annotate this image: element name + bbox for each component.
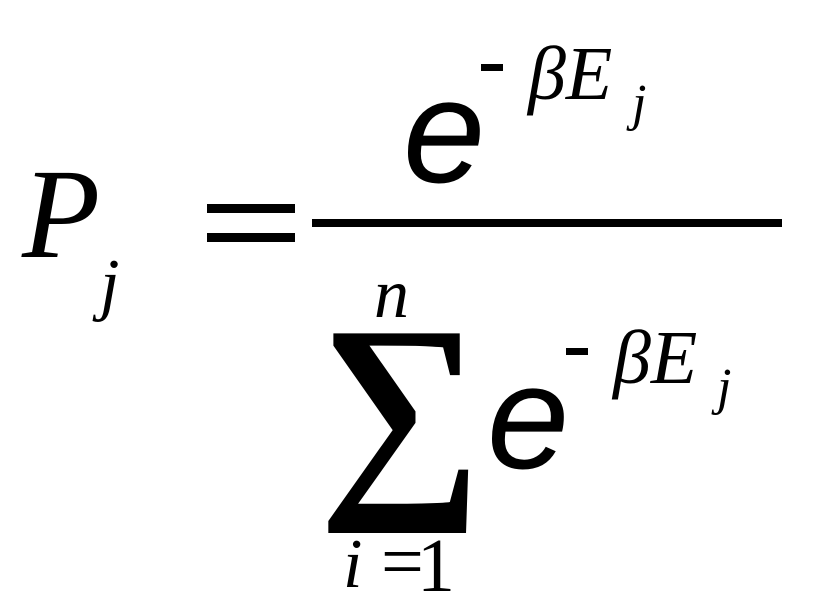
sum-upper-limit-n: n: [374, 256, 409, 333]
denominator-exponent-beta-e: βE: [613, 316, 698, 400]
equals-bottom-bar: [207, 233, 295, 242]
numerator-exp-base: e: [403, 49, 486, 214]
denominator-exponent-subscript-j: j: [717, 359, 732, 416]
lhs-symbol-p: P: [22, 143, 101, 285]
denominator-exp-base: e: [487, 335, 570, 500]
equals-top-bar: [207, 204, 295, 213]
numerator-exponent-subscript-j: j: [632, 75, 647, 132]
summation-sign: ∑: [318, 279, 482, 534]
numerator-exponent-minus-sign: [481, 64, 503, 71]
numerator-exponent-beta-e: βE: [528, 32, 613, 116]
sum-lower-index-i: i: [343, 526, 363, 603]
sum-lower-value-one: 1: [417, 524, 455, 608]
lhs-subscript-j: j: [100, 246, 120, 323]
denominator-exponent-minus-sign: [566, 348, 588, 355]
sum-lower-equals: =: [381, 520, 424, 604]
fraction-bar: [312, 219, 782, 227]
